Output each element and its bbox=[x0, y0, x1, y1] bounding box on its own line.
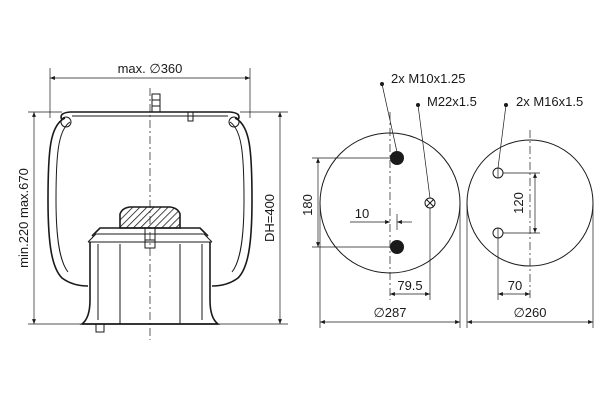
top-stud bbox=[151, 93, 161, 113]
design-height-label: DH=400 bbox=[262, 194, 277, 242]
m22-leader bbox=[417, 104, 431, 199]
bellows-right-inner bbox=[229, 121, 245, 273]
bellows-right-outer bbox=[211, 117, 253, 287]
bellows-left-outer bbox=[47, 117, 89, 287]
bottom-plate-diameter-label: ∅260 bbox=[513, 305, 546, 320]
bottom-plate-threads-label: 2x M16x1.5 bbox=[516, 94, 583, 109]
left-bead-ring bbox=[60, 116, 72, 128]
top-plate-view: 2x M10x1.25 M22x1.5 180 10 79.5 ∅287 bbox=[300, 71, 477, 328]
piston-center-bolt bbox=[144, 227, 156, 249]
bottom-plate-pitch-label: 120 bbox=[511, 192, 526, 214]
top-plate-pitch-label: 180 bbox=[300, 194, 315, 216]
rubber-bumper bbox=[119, 206, 181, 229]
top-plate-threads-label: 2x M10x1.25 bbox=[391, 71, 465, 86]
piston-bottom-bolt bbox=[95, 323, 105, 333]
m10-leader bbox=[381, 83, 398, 153]
bottom-plate-view: 2x M16x1.5 120 70 ∅260 bbox=[466, 94, 594, 328]
top-plate-center-thread-label: M22x1.5 bbox=[427, 94, 477, 109]
top-plate-m10-hole-upper bbox=[390, 151, 404, 165]
top-plate-diameter-label: ∅287 bbox=[373, 305, 406, 320]
bellows-left-inner bbox=[55, 121, 71, 273]
top-plate-offset-horizontal-label: 79.5 bbox=[397, 278, 422, 293]
max-diameter-label: max. ∅360 bbox=[118, 61, 183, 76]
right-bead-ring bbox=[228, 116, 240, 128]
top-bead-plate bbox=[60, 111, 240, 121]
m16-leader bbox=[497, 104, 507, 169]
top-plate-offset-label: 10 bbox=[355, 206, 369, 221]
side-view: max. ∅360 bbox=[16, 61, 288, 340]
height-range-label: min.220 max.670 bbox=[16, 168, 31, 268]
top-plate-m10-hole-lower bbox=[390, 240, 404, 254]
bottom-plate-offset-horizontal-label: 70 bbox=[508, 278, 522, 293]
top-bolt bbox=[187, 111, 194, 122]
